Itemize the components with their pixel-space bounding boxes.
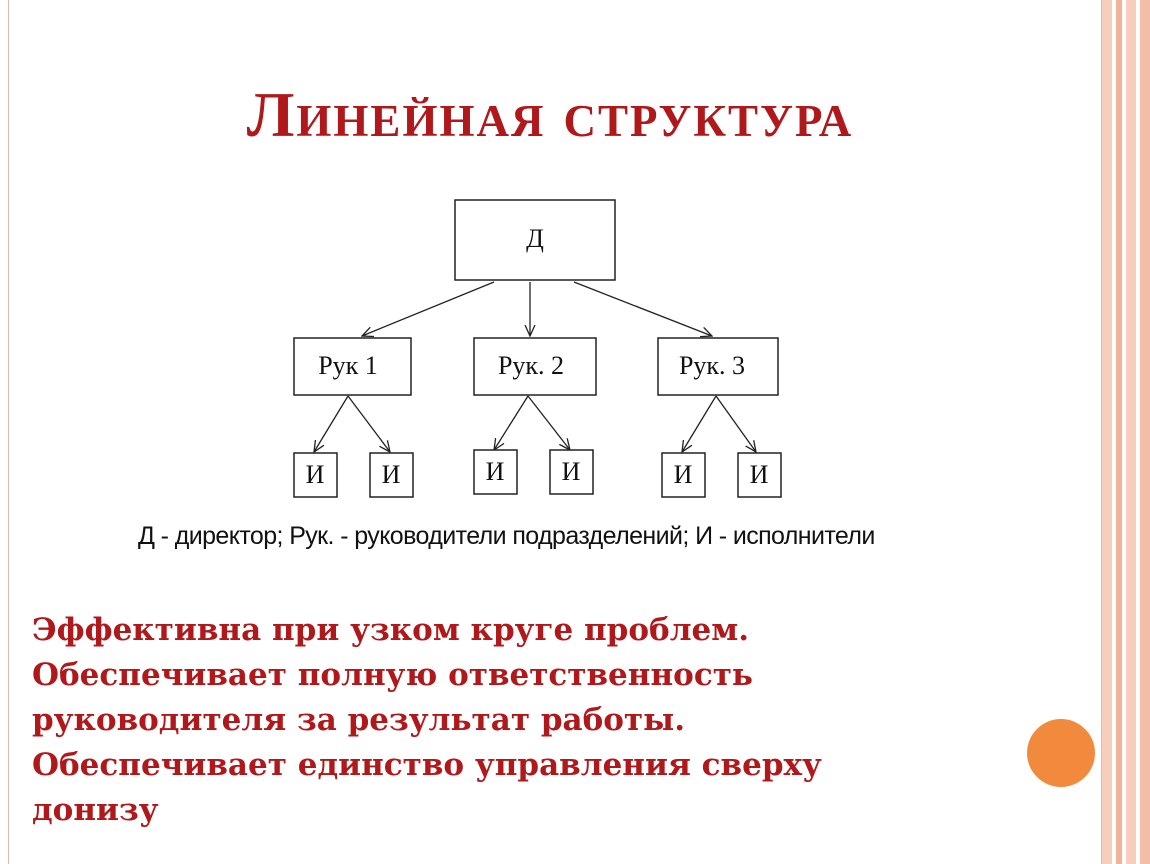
executor-box-5: И — [661, 452, 706, 498]
accent-circle — [1027, 719, 1095, 787]
body-line: донизу — [32, 792, 159, 828]
director-box: Д — [454, 199, 616, 281]
manager-label: Рук. 2 — [498, 351, 564, 380]
director-arrows — [362, 281, 712, 336]
svg-text:И: И — [750, 460, 769, 489]
manager-arrows — [314, 395, 756, 452]
slide-title: Линейная структура — [246, 79, 854, 150]
svg-text:И: И — [674, 460, 693, 489]
body-line: Обеспечивает полную ответственность — [32, 657, 753, 693]
body-line: Эффективна при узком круге проблем. — [32, 612, 749, 648]
arrow-d-to-ruk3 — [573, 281, 712, 336]
executor-box-6: И — [737, 452, 782, 498]
executor-box-2: И — [369, 452, 414, 498]
arrow-d-to-ruk1 — [362, 281, 495, 336]
manager-box-3: Рук. 3 — [657, 337, 779, 396]
diagram-legend: Д - директор; Рук. - руководители подраз… — [138, 522, 875, 550]
executor-box-1: И — [293, 452, 338, 498]
manager-label: Рук 1 — [318, 351, 378, 380]
slide-frame — [8, 0, 1102, 864]
body-line: Обеспечивает единство управления сверху — [32, 747, 822, 783]
body-line: руководителя за результат работы. — [32, 702, 686, 738]
svg-text:И: И — [562, 457, 581, 486]
executor-box-3: И — [473, 449, 518, 495]
manager-box-2: Рук. 2 — [473, 337, 597, 396]
director-label: Д — [526, 224, 544, 253]
body-text: Эффективна при узком круге проблем. Обес… — [32, 608, 932, 833]
svg-text:И: И — [306, 460, 325, 489]
manager-box-1: Рук 1 — [293, 337, 412, 396]
svg-text:И: И — [486, 457, 505, 486]
svg-text:И: И — [382, 460, 401, 489]
manager-label: Рук. 3 — [679, 351, 745, 380]
executor-box-4: И — [549, 449, 594, 495]
decorative-stripes — [1102, 0, 1150, 864]
